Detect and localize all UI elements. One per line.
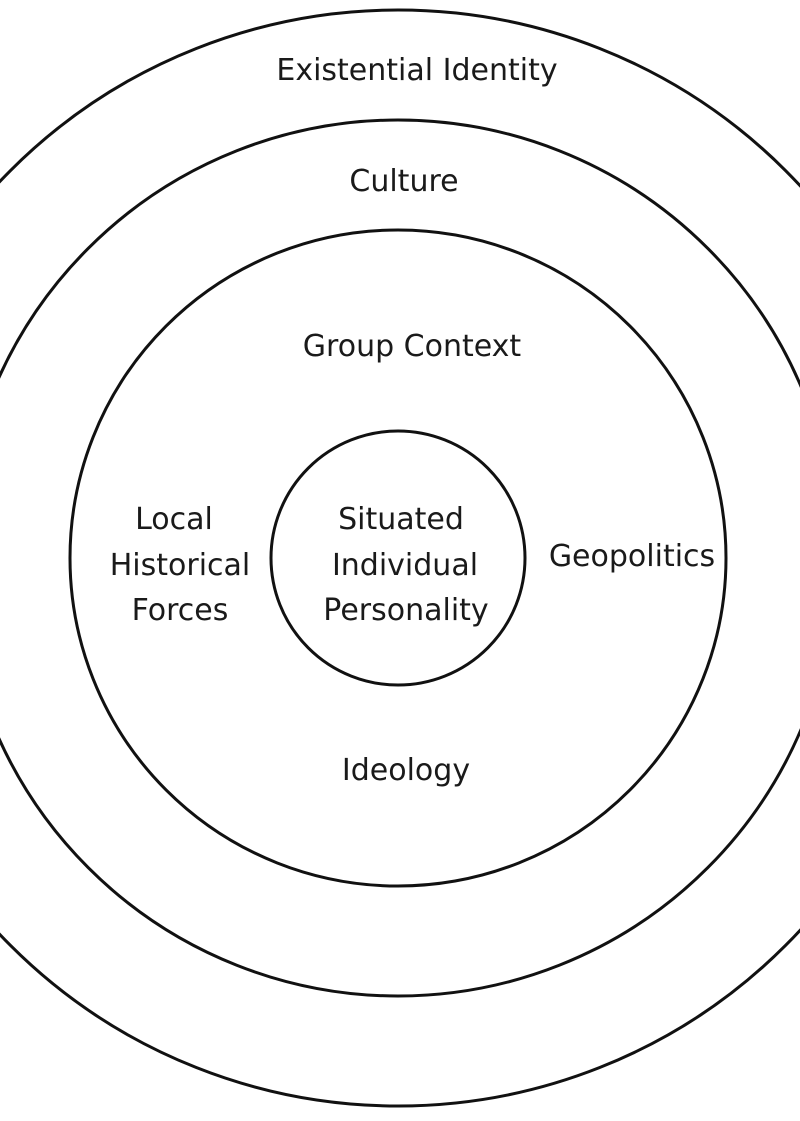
label-situated-individual-personality-line2: Individual	[332, 548, 478, 583]
label-situated-individual-personality-line3: Personality	[323, 593, 488, 628]
ring-existential-identity	[0, 8, 800, 1108]
label-local-historical-forces-line1: Local	[135, 502, 213, 537]
ring-culture	[0, 118, 800, 998]
label-existential-identity: Existential Identity	[276, 53, 557, 88]
label-ideology: Ideology	[342, 753, 470, 788]
ring-center-personality	[269, 429, 527, 687]
label-situated-individual-personality-line1: Situated	[338, 502, 464, 537]
label-group-context: Group Context	[303, 329, 522, 364]
label-culture: Culture	[349, 164, 458, 199]
label-local-historical-forces-line3: Forces	[132, 593, 229, 628]
label-local-historical-forces-line2: Historical	[110, 548, 251, 583]
ring-group-context	[68, 228, 728, 888]
label-geopolitics: Geopolitics	[549, 539, 715, 574]
